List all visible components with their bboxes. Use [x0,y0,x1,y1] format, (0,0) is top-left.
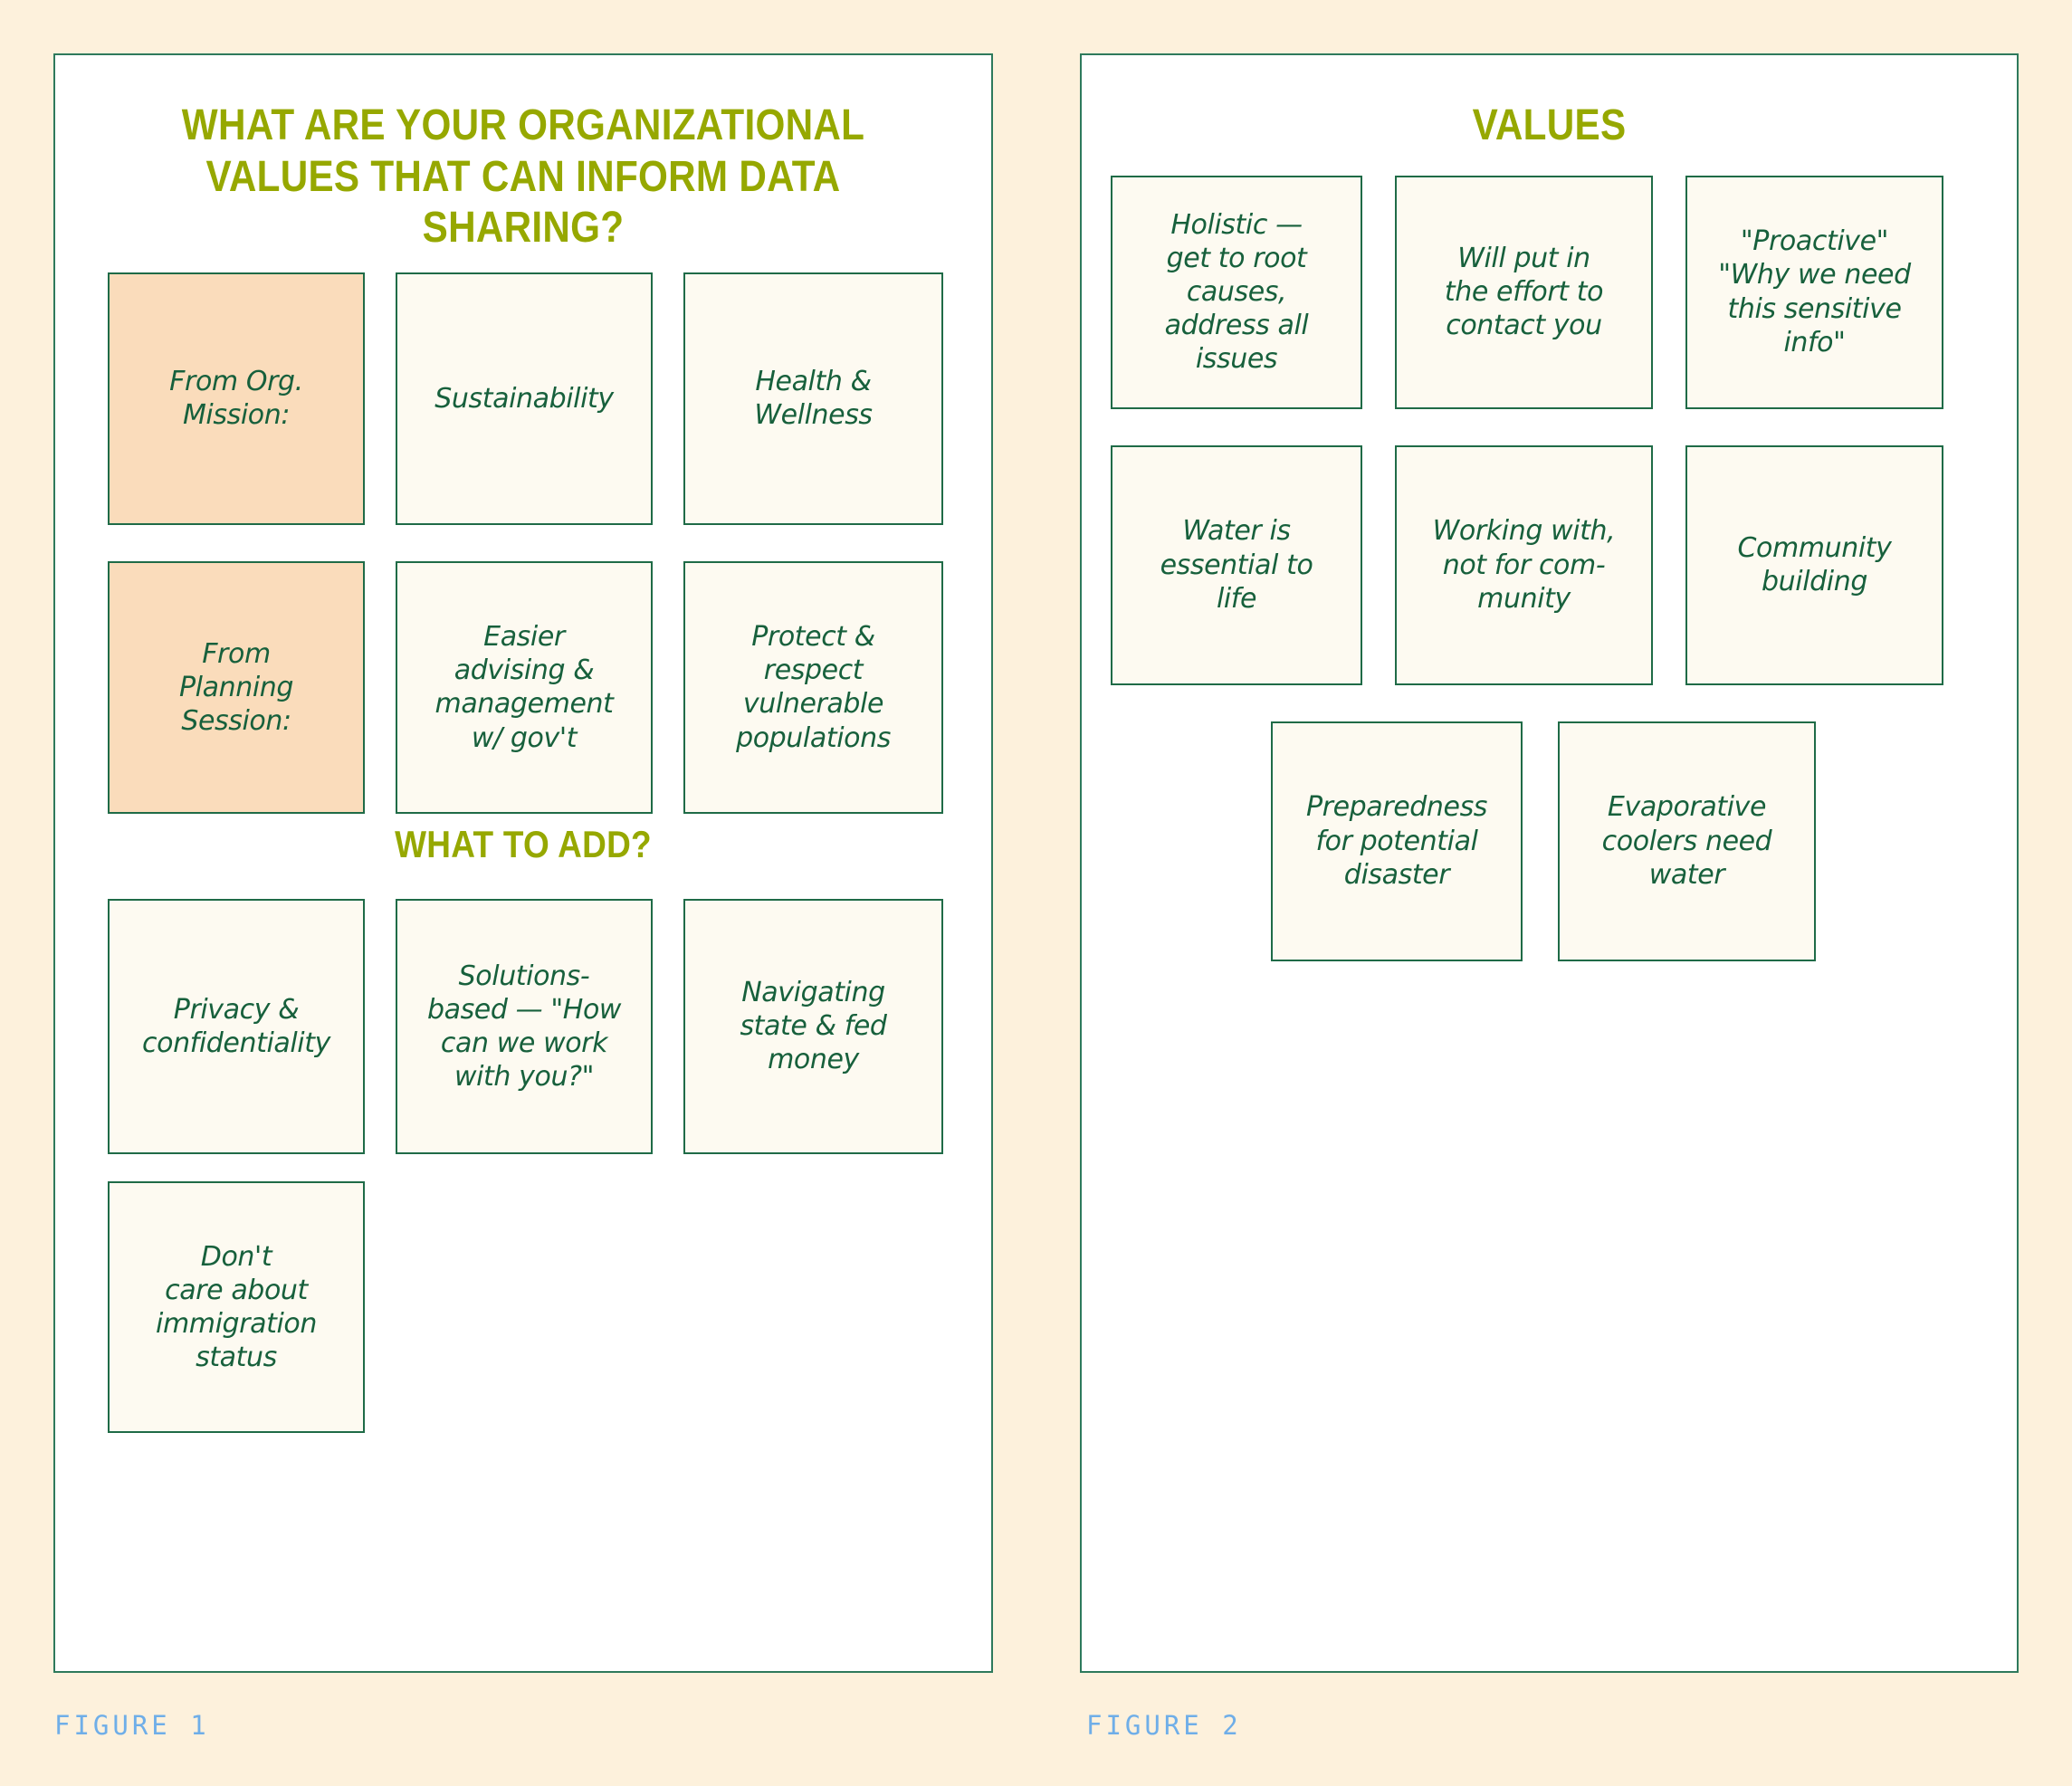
card-navigating-state-fed-money[interactable]: Navigating state & fed money [683,898,943,1154]
card-community-building[interactable]: Community building [1685,444,1943,685]
values-row-1: Holistic — get to root causes, address a… [1082,175,2017,409]
card-will-put-in-effort[interactable]: Will put in the effort to contact you [1395,175,1653,409]
values-page-title: VALUES [1472,101,1627,149]
card-protect-respect[interactable]: Protect & respect vulnerable populations [683,560,943,814]
figure-1-container: WHAT ARE YOUR ORGANIZATIONAL VALUES THAT… [53,53,993,1741]
card-from-planning-session[interactable]: From Planning Session: [108,560,365,814]
planning-session-row: From Planning Session: Easier advising &… [55,560,991,814]
card-water-essential-to-life[interactable]: Water is essential to life [1111,444,1362,685]
page-title: WHAT ARE YOUR ORGANIZATIONAL VALUES THAT… [181,101,865,253]
card-sustainability[interactable]: Sustainability [396,272,653,525]
values-row-3: Preparedness for potential disaster Evap… [1082,721,2017,961]
org-mission-row: From Org. Mission: Sustainability Health… [55,272,991,525]
what-to-add-row-2: Don't care about immigration status [55,1180,991,1433]
card-from-org-mission[interactable]: From Org. Mission: [108,272,365,525]
section-heading-what-to-add: WHAT TO ADD? [395,822,652,865]
card-proactive-sensitive-info[interactable]: "Proactive" "Why we need this sensitive … [1685,175,1943,409]
card-easier-advising[interactable]: Easier advising & management w/ gov't [396,560,653,814]
card-solutions-based[interactable]: Solutions- based — "How can we work with… [396,898,653,1154]
card-working-with-community[interactable]: Working with, not for com- munity [1395,444,1653,685]
figure-2-caption: FIGURE 2 [1086,1710,1242,1741]
card-holistic-root-causes[interactable]: Holistic — get to root causes, address a… [1111,175,1362,409]
card-immigration-status[interactable]: Don't care about immigration status [108,1180,365,1433]
values-row-2: Water is essential to life Working with,… [1082,444,2017,685]
figure-1-caption: FIGURE 1 [54,1710,210,1741]
what-to-add-row: Privacy & confidentiality Solutions- bas… [55,898,991,1154]
figure-2-panel: VALUES Holistic — get to root causes, ad… [1080,53,2019,1673]
card-health-wellness[interactable]: Health & Wellness [683,272,943,525]
card-evaporative-coolers[interactable]: Evaporative coolers need water [1558,721,1816,961]
card-preparedness-disaster[interactable]: Preparedness for potential disaster [1271,721,1523,961]
figure-1-panel: WHAT ARE YOUR ORGANIZATIONAL VALUES THAT… [53,53,993,1673]
card-privacy-confidentiality[interactable]: Privacy & confidentiality [108,898,365,1154]
figure-2-container: VALUES Holistic — get to root causes, ad… [1036,0,2072,1786]
